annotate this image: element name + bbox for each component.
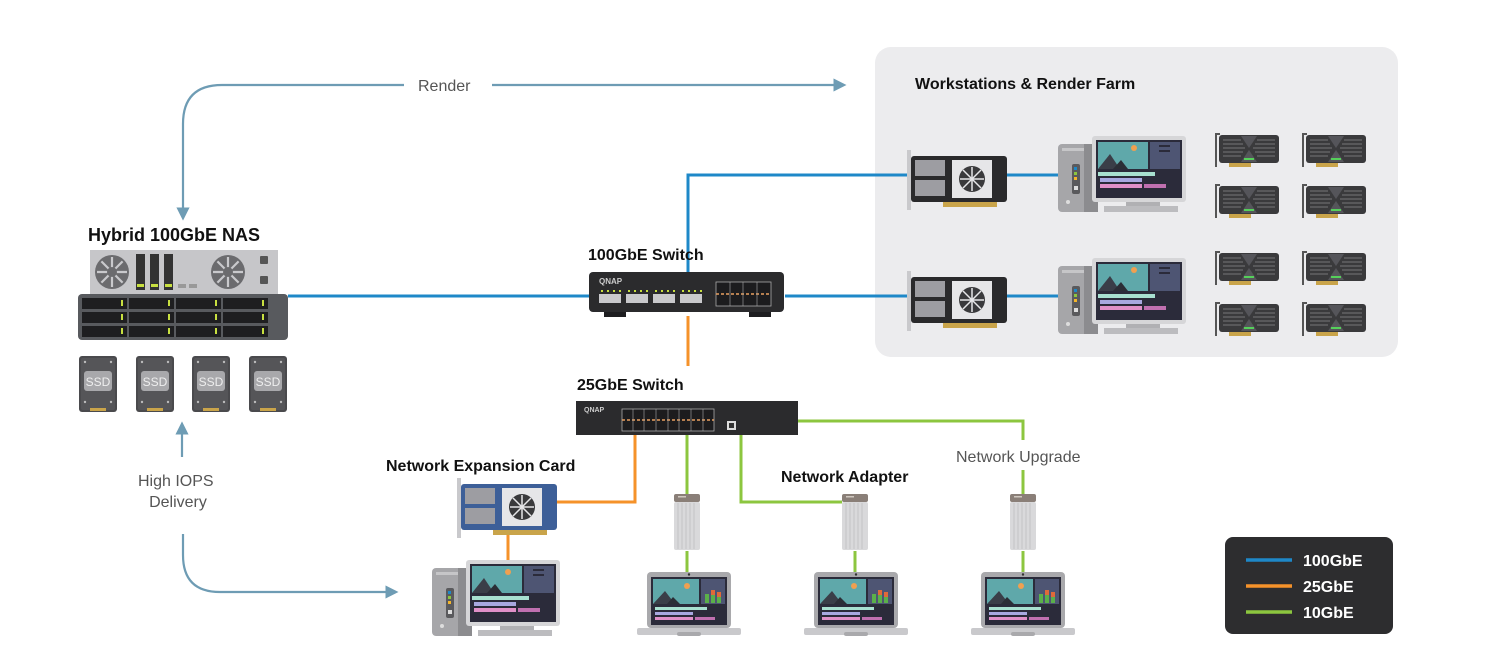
nas-device [78,250,288,340]
svg-text:QNAP: QNAP [584,407,605,414]
link-switch100-farm-top [686,173,912,272]
expansion-card-device [456,477,558,539]
client-laptop-2 [804,572,908,636]
gpu-icon [1214,301,1280,337]
gpu-icon [1301,183,1367,219]
svg-text:SSD: SSD [256,375,281,389]
link-switch25-adapter2 [739,434,842,504]
ssd-icon: SSD [249,356,287,412]
links-10gbe [685,419,1025,572]
iops-label-line1: High IOPS [138,473,214,490]
gpu-icon [1214,250,1280,286]
network-upgrade-label: Network Upgrade [956,449,1081,466]
legend-item-100gbe: 100GbE [1246,553,1363,570]
switch-100-device: QNAP [589,272,784,317]
legend-item-25gbe: 25GbE [1246,579,1354,596]
client-laptop-1 [637,572,741,636]
svg-text:SSD: SSD [86,375,111,389]
gpu-icon [1301,132,1367,168]
gpu-icon [1214,183,1280,219]
ssd-icon: SSD [79,356,117,412]
iops-label-line2: Delivery [149,494,207,511]
render-farm-title: Workstations & Render Farm [915,76,1135,93]
farm-nic-card-bottom [906,270,1008,332]
adapter-2 [841,493,869,551]
link-switch25-expansion-card [540,434,637,504]
ssd-icon: SSD [136,356,174,412]
gpu-icon [1214,132,1280,168]
ssd-group: SSD SSD SSD SSD [79,356,287,412]
gpu-icon [1301,250,1367,286]
render-flow-arrow [176,78,847,221]
adapter-3 [1009,493,1037,551]
gpu-icon [1301,301,1367,337]
client-desktop [432,560,560,636]
nas-label: Hybrid 100GbE NAS [88,225,260,245]
iops-flow-arrow [175,421,399,599]
switch-25-device: QNAP [576,401,798,435]
link-switch25-adapter3 [797,419,1025,440]
svg-text:QNAP: QNAP [599,277,623,286]
legend: 100GbE 25GbE 10GbE [1225,537,1393,634]
farm-nic-card-top [906,149,1008,211]
adapter-1 [673,493,701,551]
switch-25-label: 25GbE Switch [577,377,684,394]
ssd-icon: SSD [192,356,230,412]
client-laptop-3 [971,572,1075,636]
svg-text:100GbE: 100GbE [1303,553,1363,570]
links-100gbe [288,173,1060,298]
farm-workstation-bottom [1058,258,1186,334]
svg-text:10GbE: 10GbE [1303,605,1354,622]
farm-workstation-top [1058,136,1186,212]
render-flow-label: Render [418,78,471,95]
svg-text:25GbE: 25GbE [1303,579,1354,596]
svg-text:SSD: SSD [143,375,168,389]
network-adapter-label: Network Adapter [781,469,908,486]
legend-item-10gbe: 10GbE [1246,605,1354,622]
iops-flow-label: High IOPS Delivery [138,473,218,511]
expansion-card-label: Network Expansion Card [386,458,575,475]
switch-100-label: 100GbE Switch [588,247,704,264]
svg-text:SSD: SSD [199,375,224,389]
